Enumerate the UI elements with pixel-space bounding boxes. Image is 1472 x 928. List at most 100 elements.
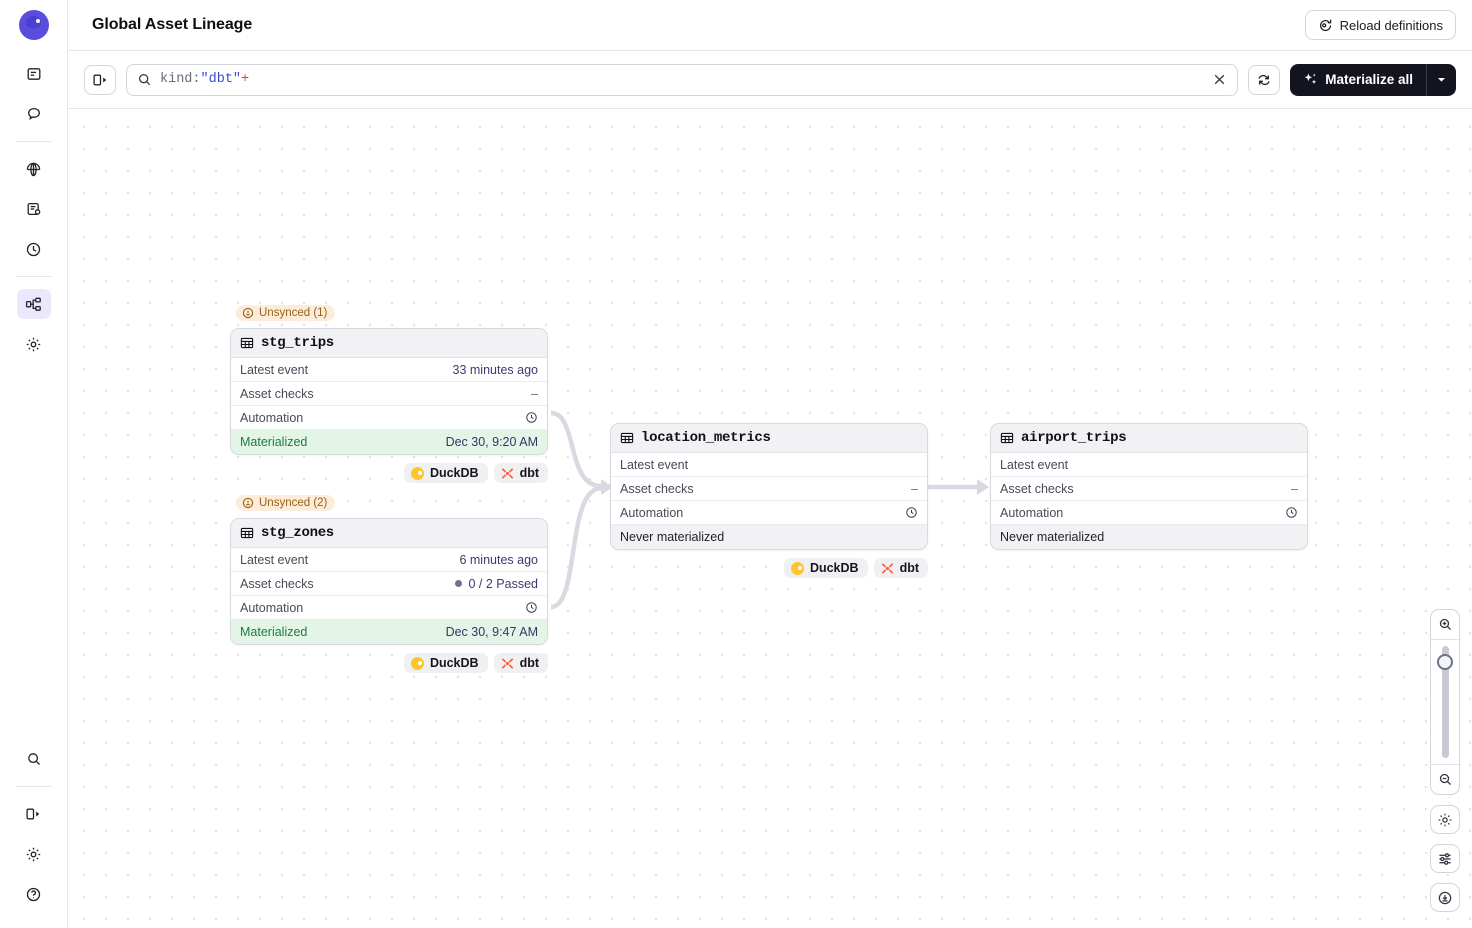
- asset-node-stg_trips[interactable]: Unsynced (1) stg_trips: [230, 305, 548, 483]
- row-label: Automation: [620, 505, 684, 520]
- gear-icon: [1437, 812, 1453, 828]
- list-settings-icon: [26, 201, 42, 217]
- status-badge[interactable]: Unsynced (1): [236, 305, 336, 321]
- search-query-text[interactable]: kind:"dbt"+: [160, 72, 1201, 87]
- dagster-logo[interactable]: [18, 10, 49, 40]
- sidebar-item-deployment[interactable]: [17, 154, 51, 184]
- row-value: 0 / 2 Passed: [468, 576, 539, 591]
- search-icon: [26, 751, 42, 767]
- asset-node-stg_zones[interactable]: Unsynced (2) stg_zones: [230, 495, 548, 673]
- clear-search-button[interactable]: [1209, 70, 1229, 90]
- row-label: Automation: [1000, 505, 1064, 520]
- row-value-wrap[interactable]: 0 / 2 Passed: [454, 576, 539, 591]
- graph-toolbar: kind:"dbt"+: [68, 51, 1472, 109]
- lineage-canvas[interactable]: Unsynced (1) stg_trips: [68, 109, 1472, 928]
- duckdb-icon: [410, 656, 424, 670]
- row-value[interactable]: Dec 30, 9:20 AM: [445, 435, 538, 449]
- chevron-down-icon: [1436, 74, 1447, 85]
- asset-node-location_metrics[interactable]: location_metrics Latest event Asset chec…: [610, 423, 928, 578]
- row-materialized: Materialized Dec 30, 9:20 AM: [231, 430, 547, 454]
- zoom-in-icon: [1438, 617, 1453, 632]
- tag-dbt[interactable]: dbt: [493, 653, 548, 673]
- sidebar-help-button[interactable]: [17, 879, 51, 909]
- materialize-all-button[interactable]: Materialize all: [1290, 63, 1426, 96]
- asset-search-field[interactable]: kind:"dbt"+: [126, 63, 1239, 96]
- tag-duckdb[interactable]: DuckDB: [403, 463, 488, 483]
- sidebar-item-settings[interactable]: [17, 329, 51, 359]
- asset-card-header: stg_zones: [231, 519, 547, 548]
- row-value: –: [911, 481, 918, 496]
- zoom-slider[interactable]: [1431, 640, 1459, 764]
- row-value: –: [531, 386, 538, 401]
- row-value[interactable]: Dec 30, 9:47 AM: [445, 625, 538, 639]
- row-label: Latest event: [1000, 457, 1069, 472]
- graph-download-button[interactable]: [1430, 883, 1460, 912]
- row-value[interactable]: 33 minutes ago: [452, 362, 538, 377]
- sidebar-item-assets[interactable]: [16, 289, 51, 319]
- edge-stg-zones-to-location-metrics: [550, 485, 602, 610]
- materialize-options-button[interactable]: [1426, 63, 1456, 96]
- sync-circle-icon: [242, 307, 254, 319]
- table-icon: [240, 336, 254, 350]
- asset-card[interactable]: stg_trips Latest event 33 minutes ago As…: [230, 328, 548, 455]
- document-icon: [26, 66, 42, 82]
- status-badge[interactable]: Unsynced (2): [236, 495, 336, 511]
- tag-label: dbt: [519, 466, 539, 480]
- tag-duckdb[interactable]: DuckDB: [783, 558, 868, 578]
- row-asset-checks: Asset checks 0 / 2 Passed: [231, 572, 547, 596]
- zoom-out-icon: [1438, 772, 1453, 787]
- zoom-slider-knob[interactable]: [1437, 654, 1453, 670]
- row-latest-event: Latest event 33 minutes ago: [231, 358, 547, 382]
- row-value[interactable]: 6 minutes ago: [459, 552, 538, 567]
- graph-filters-button[interactable]: [1430, 844, 1460, 873]
- control-divider: [1431, 764, 1459, 765]
- sparkle-icon: [1303, 72, 1318, 87]
- row-automation: Automation: [231, 406, 547, 430]
- row-label: Asset checks: [1000, 481, 1074, 496]
- row-label: Materialized: [240, 435, 308, 449]
- table-icon: [240, 526, 254, 540]
- left-nav-rail: [0, 0, 68, 928]
- automation-clock-icon[interactable]: [525, 601, 538, 614]
- row-label: Asset checks: [240, 576, 314, 591]
- reload-definitions-button[interactable]: Reload definitions: [1304, 10, 1456, 40]
- row-never-materialized: Never materialized: [611, 525, 927, 549]
- panel-toggle-icon: [25, 806, 42, 822]
- page-title: Global Asset Lineage: [92, 16, 253, 33]
- sidebar-item-runs[interactable]: [17, 99, 51, 129]
- row-latest-event: Latest event 6 minutes ago: [231, 548, 547, 572]
- asset-card[interactable]: airport_trips Latest event Asset checks …: [990, 423, 1308, 550]
- panel-toggle-icon: [92, 72, 109, 88]
- row-label: Latest event: [620, 457, 689, 472]
- asset-node-airport_trips[interactable]: airport_trips Latest event Asset checks …: [990, 423, 1308, 550]
- asset-tags: DuckDB dbt: [610, 558, 928, 578]
- zoom-in-button[interactable]: [1431, 610, 1459, 639]
- asset-card[interactable]: location_metrics Latest event Asset chec…: [610, 423, 928, 550]
- automation-clock-icon[interactable]: [1285, 506, 1298, 519]
- asset-card[interactable]: stg_zones Latest event 6 minutes ago Ass…: [230, 518, 548, 645]
- toolbar-panel-toggle-button[interactable]: [84, 64, 116, 95]
- sidebar-preferences-button[interactable]: [17, 839, 51, 869]
- sidebar-item-schedules[interactable]: [17, 234, 51, 264]
- row-label: Never materialized: [620, 530, 725, 544]
- row-automation: Automation: [611, 501, 927, 525]
- automation-clock-icon[interactable]: [525, 411, 538, 424]
- sidebar-item-overview[interactable]: [17, 59, 51, 89]
- zoom-out-button[interactable]: [1431, 765, 1459, 794]
- automation-clock-icon[interactable]: [905, 506, 918, 519]
- asset-card-header: airport_trips: [991, 424, 1307, 453]
- refresh-graph-button[interactable]: [1248, 64, 1281, 95]
- graph-settings-button[interactable]: [1430, 805, 1460, 834]
- sidebar-collapse-button[interactable]: [17, 799, 51, 829]
- tag-duckdb[interactable]: DuckDB: [403, 653, 488, 673]
- sidebar-search-button[interactable]: [17, 744, 51, 774]
- dbt-icon: [881, 562, 894, 575]
- tag-dbt[interactable]: dbt: [493, 463, 548, 483]
- status-badge-label: Unsynced (2): [259, 497, 328, 509]
- duckdb-icon: [790, 561, 804, 575]
- tag-dbt[interactable]: dbt: [873, 558, 928, 578]
- sidebar-item-jobs[interactable]: [17, 194, 51, 224]
- tag-label: DuckDB: [809, 561, 859, 575]
- tag-label: dbt: [519, 656, 539, 670]
- row-label: Automation: [240, 410, 304, 425]
